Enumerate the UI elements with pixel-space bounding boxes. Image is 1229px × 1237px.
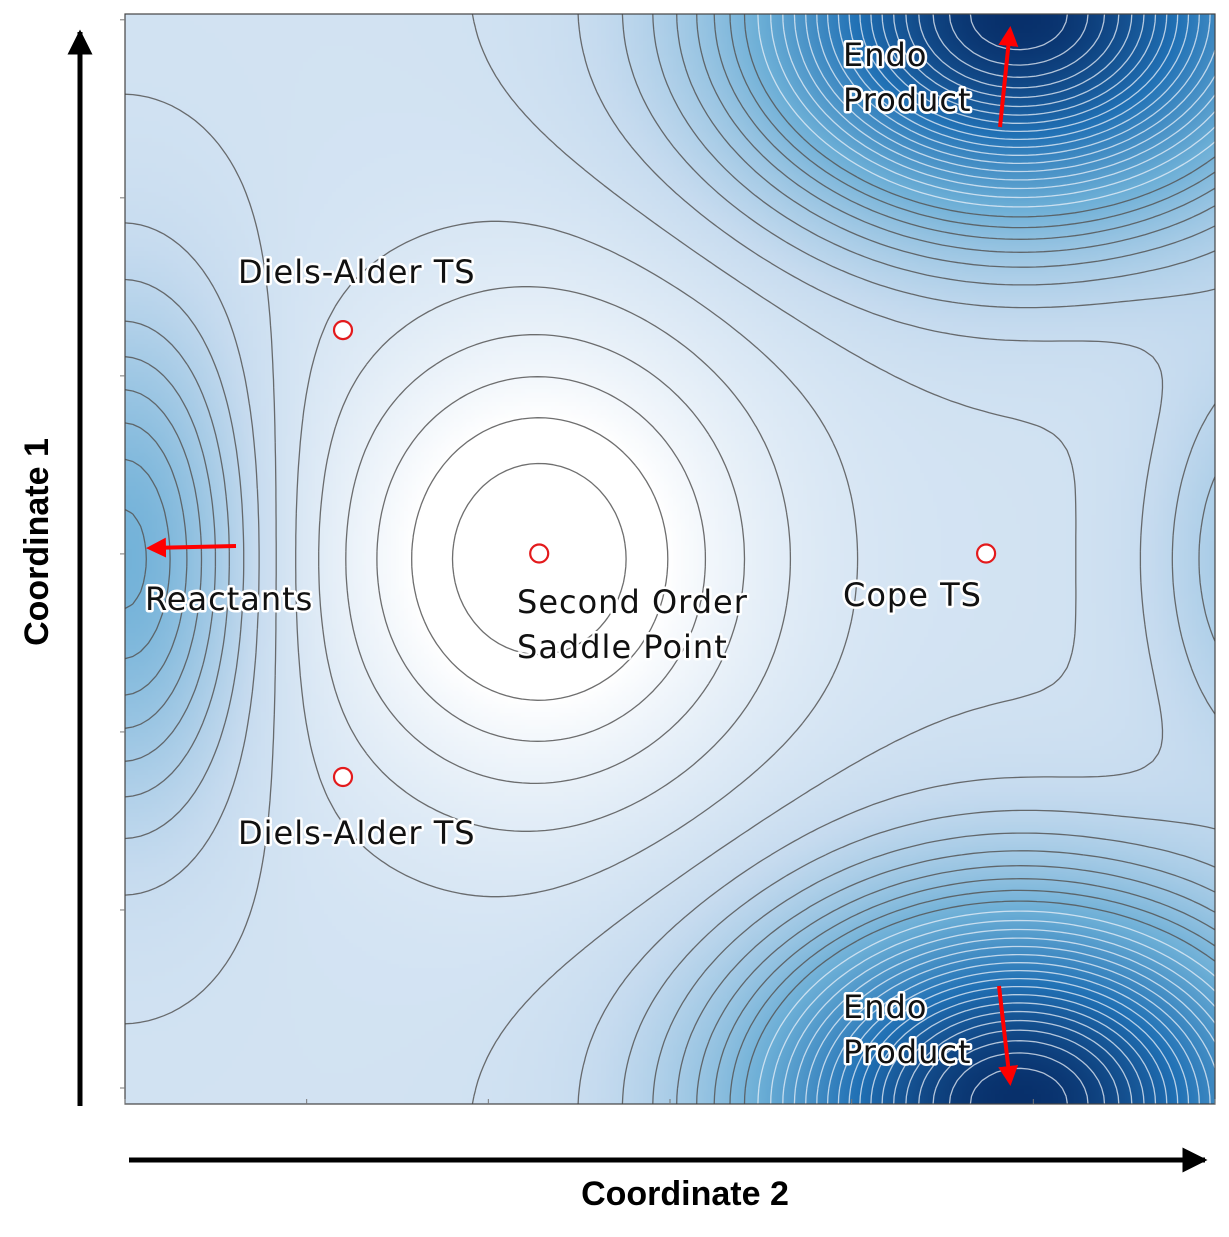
x-axis-title: Coordinate 2: [581, 1175, 789, 1213]
contour-line: [451, 462, 627, 656]
contour-line: [848, 14, 1190, 1104]
contour-line: [826, 14, 1211, 1104]
svg-text:Cope TS: Cope TS: [843, 576, 982, 614]
endo-bottom-label-line1: Endo: [843, 988, 927, 1026]
stationary-point-marker: [529, 543, 550, 564]
stationary-point-marker: [332, 320, 354, 341]
axes: Coordinate 2 Coordinate 1: [18, 29, 1208, 1213]
svg-text:Diels-Alder TS: Diels-Alder TS: [238, 814, 476, 852]
endo-bottom-arrow: [997, 985, 1019, 1086]
svg-text:Endo: Endo: [843, 988, 927, 1026]
contour-line: [376, 376, 707, 742]
svg-text:Endo: Endo: [843, 36, 927, 74]
contour-line: [125, 14, 1164, 1104]
contour-line: [125, 14, 1215, 1104]
da-ts-top-label: Diels-Alder TS: [238, 253, 476, 291]
plot-labels: Diels-Alder TS Diels-Alder TS Diels-Alde…: [143, 34, 984, 1074]
reactants-label: Reactants: [145, 580, 313, 618]
svg-text:Reactants: Reactants: [145, 580, 313, 618]
cope-ts-label: Cope TS: [843, 576, 982, 614]
contour-line: [905, 14, 1133, 1104]
energy-heatmap: [125, 14, 1215, 1104]
contour-line: [125, 14, 1215, 1104]
contour-line: [125, 14, 1215, 1104]
endo-top-label-line1: Endo: [843, 36, 927, 74]
contour-line: [893, 14, 1145, 1104]
reaction-arrows: [146, 26, 1019, 1086]
endo-top-label-line2: Product: [843, 81, 972, 119]
stationary-points: [332, 320, 997, 788]
axis-ticks: [120, 19, 1216, 1104]
stationary-point-marker: [975, 543, 997, 564]
plot-area: [120, 13, 1216, 1105]
contour-line: [295, 220, 859, 898]
contour-line: [757, 14, 1215, 1104]
contour-line: [881, 14, 1157, 1104]
contour-line: [948, 14, 1089, 1104]
endo-bottom-label-line2: Product: [843, 1033, 972, 1071]
contour-line: [816, 14, 1215, 1104]
saddle-label-line1: Second Order: [517, 583, 748, 621]
contour-line: [125, 14, 1077, 1104]
contour-line: [345, 333, 746, 785]
contour-line: [411, 417, 669, 701]
contour-line: [770, 14, 1215, 1104]
contour-lines: [125, 14, 1215, 1104]
svg-text:Product: Product: [843, 81, 972, 119]
contour-line: [125, 14, 1215, 1104]
contour-line: [782, 14, 1215, 1104]
contour-line: [318, 286, 792, 832]
contour-line: [125, 14, 1215, 1104]
stationary-point-marker: [332, 766, 354, 788]
contour-line: [125, 14, 1215, 1104]
contour-line: [859, 14, 1179, 1104]
contour-line: [837, 14, 1200, 1104]
y-axis-title: Coordinate 1: [18, 438, 56, 646]
svg-text:Product: Product: [843, 1033, 972, 1071]
endo-top-arrow: [998, 26, 1019, 128]
reactants-arrow: [146, 537, 237, 558]
svg-text:Second Order: Second Order: [517, 583, 748, 621]
contour-line: [793, 14, 1215, 1104]
contour-line: [805, 14, 1215, 1104]
contour-line: [125, 14, 1215, 1104]
da-ts-bottom-label: Diels-Alder TS: [238, 814, 476, 852]
svg-text:Saddle Point: Saddle Point: [517, 628, 728, 666]
contour-line: [870, 14, 1168, 1104]
svg-text:Diels-Alder TS: Diels-Alder TS: [238, 253, 476, 291]
saddle-label-line2: Saddle Point: [517, 628, 728, 666]
contour-line: [918, 14, 1120, 1104]
